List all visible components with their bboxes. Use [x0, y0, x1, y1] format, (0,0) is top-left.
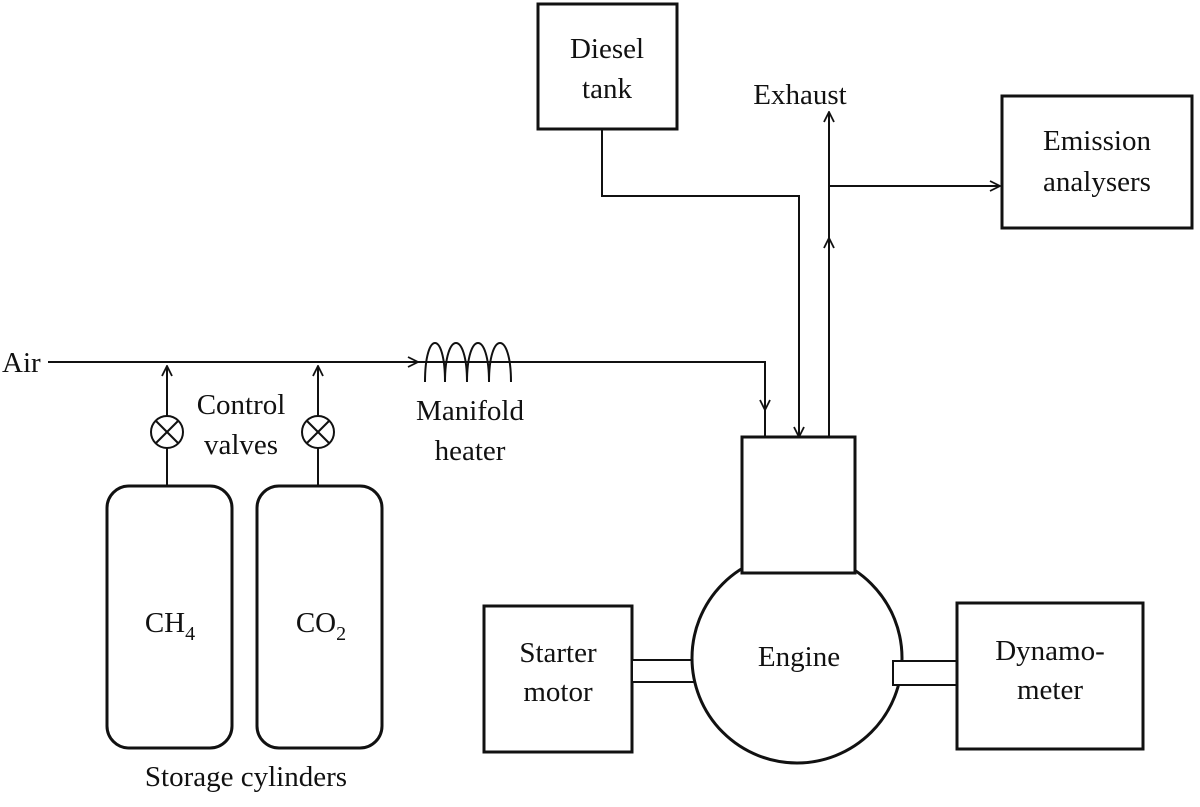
control-valves-label-line2: valves [204, 429, 278, 461]
co2-control-valve [301, 415, 335, 449]
diesel-tank-label-line1: Diesel [570, 33, 644, 65]
starter-motor-box [482, 604, 634, 754]
co2-subscript: 2 [336, 623, 346, 645]
engine-label: Engine [758, 641, 840, 673]
dynamometer-label-line2: meter [1017, 674, 1083, 706]
ch4-cylinder [105, 484, 234, 750]
manifold-heater-coil [424, 342, 512, 383]
starter-shaft [631, 659, 699, 683]
co2-base: CO [296, 607, 336, 639]
diesel-fuel-line [601, 129, 799, 437]
emission-analysers-label-line1: Emission [1043, 125, 1151, 157]
co2-label: CO2 [296, 607, 346, 645]
emission-analysers-box [1000, 94, 1194, 230]
ch4-control-valve [150, 415, 184, 449]
diesel-tank-label-line2: tank [582, 73, 632, 105]
dynamometer-label-line1: Dynamo- [995, 635, 1105, 667]
manifold-heater-label-line2: heater [435, 435, 506, 467]
dynamometer-shaft [892, 660, 958, 686]
intake-manifold-line [416, 361, 765, 410]
manifold-heater-label-line1: Manifold [416, 395, 524, 427]
storage-cylinders-label: Storage cylinders [145, 761, 347, 793]
co2-cylinder [255, 484, 384, 750]
control-valves-label-line1: Control [197, 389, 286, 421]
air-label: Air [2, 347, 41, 379]
emission-analysers-label-line2: analysers [1043, 166, 1151, 198]
engine-cylinder-head [740, 435, 857, 575]
starter-motor-label-line1: Starter [519, 637, 597, 669]
diesel-tank-box [536, 2, 679, 131]
ch4-subscript: 4 [185, 623, 195, 645]
dynamometer-box [955, 601, 1145, 751]
ch4-label: CH4 [145, 607, 195, 645]
ch4-base: CH [145, 607, 185, 639]
exhaust-label: Exhaust [753, 79, 846, 111]
starter-motor-label-line2: motor [523, 676, 593, 708]
